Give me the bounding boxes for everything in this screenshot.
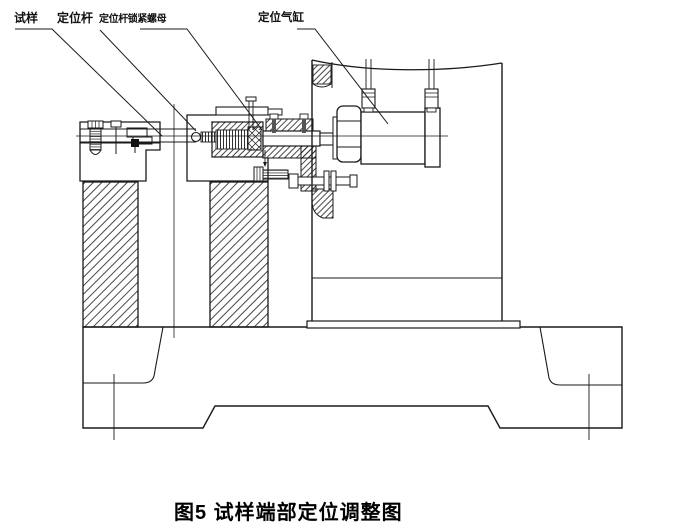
leader-lines (15, 28, 389, 137)
frame-base-plate (306, 320, 521, 329)
pedestal-columns (82, 104, 269, 338)
machine-frame (306, 59, 521, 329)
bracket-foot (311, 188, 334, 219)
leader-specimen (15, 28, 163, 137)
clamp-assembly (186, 96, 358, 219)
hex-lock-nut (336, 105, 362, 163)
grip-bolt (87, 120, 104, 155)
upper-guide-arm (265, 118, 314, 132)
leader-lock-nut (140, 28, 263, 131)
label-positioning-cylinder: 定位气缸 (258, 12, 304, 24)
clamp-nut-block (247, 126, 262, 151)
label-specimen: 试样 (14, 11, 39, 25)
leader-cylinder (297, 28, 389, 125)
figure-caption: 图5 试样端部定位调整图 (174, 502, 403, 524)
clamp-bolt (253, 166, 289, 182)
left-grip-block (79, 120, 196, 182)
air-fitting-right (424, 59, 439, 113)
cylinder-body (360, 111, 426, 165)
cylinder-assembly (332, 59, 441, 168)
bracket-bolt (288, 170, 358, 192)
machine-base (82, 326, 623, 440)
pedestal-column-left (82, 181, 139, 328)
grip-pin (110, 120, 122, 154)
label-positioning-rod: 定位杆 (57, 11, 94, 25)
label-rod-lock-nut: 定位杆锁紧螺母 (99, 14, 167, 25)
frame-top-edge (311, 59, 503, 71)
grip-bracket (126, 127, 153, 153)
clamp-spring (215, 129, 249, 150)
cylinder-end-cap (424, 107, 441, 168)
clamp-top-plate (215, 106, 269, 116)
specimen-end (190, 131, 202, 143)
pedestal-column-right (209, 181, 269, 328)
leader-positioning-rod (99, 29, 197, 132)
